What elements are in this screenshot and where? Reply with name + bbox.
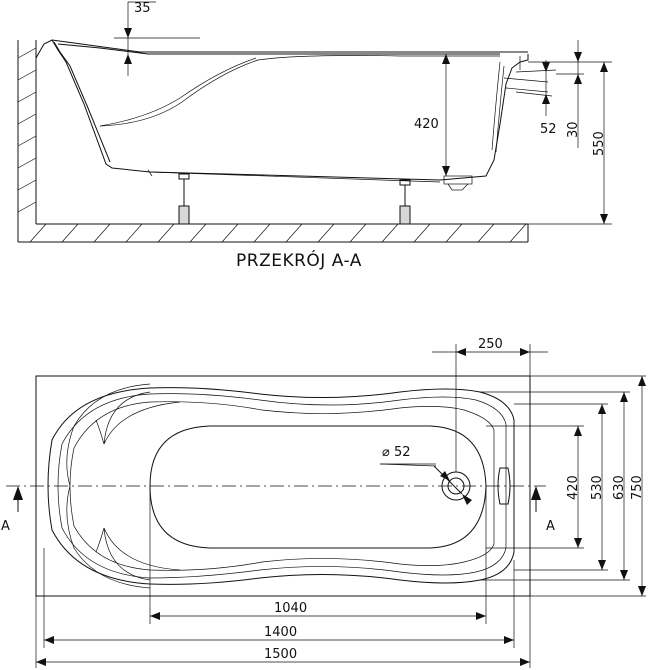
dim-overflow-height-label: 30 bbox=[566, 121, 581, 138]
tub-inner-basin bbox=[149, 425, 487, 549]
dim-total-width-label: 750 bbox=[630, 475, 645, 500]
dim-total-length-label: 1500 bbox=[264, 647, 297, 662]
dim-rim-offset-label: 35 bbox=[134, 1, 151, 16]
dim-inner-length-label: 1040 bbox=[274, 601, 307, 616]
dim-total-height: 550 bbox=[528, 62, 612, 225]
section-title: PRZEKRÓJ A-A bbox=[236, 249, 362, 271]
dim-overflow-height: 30 bbox=[528, 40, 612, 148]
dim-drain-offset: 250 bbox=[432, 337, 548, 472]
dim-widths: 420 530 630 750 bbox=[480, 375, 646, 597]
dim-outer-width-label: 630 bbox=[612, 475, 627, 500]
leg-left bbox=[178, 173, 190, 225]
section-view: 35 420 52 30 bbox=[17, 1, 612, 271]
section-line bbox=[6, 485, 546, 512]
dim-inner-width-label: 420 bbox=[566, 475, 581, 500]
dim-lengths: 1040 1400 1500 bbox=[35, 486, 531, 668]
section-marker-left: A bbox=[1, 519, 10, 534]
tub-outer-shell bbox=[47, 387, 515, 585]
wall bbox=[17, 40, 37, 242]
section-marker-right: A bbox=[546, 519, 555, 534]
dim-mid-length-label: 1400 bbox=[264, 625, 297, 640]
dim-mid-width-label: 530 bbox=[590, 475, 605, 500]
drain bbox=[379, 463, 472, 505]
dim-overflow-diameter-label: 52 bbox=[540, 122, 557, 137]
plan-view: ⌀ 52 A A 250 bbox=[1, 337, 646, 668]
leg-right bbox=[399, 179, 411, 225]
dim-drain-offset-label: 250 bbox=[478, 337, 503, 352]
dim-total-height-label: 550 bbox=[592, 131, 607, 156]
drain-diameter-label: ⌀ 52 bbox=[382, 445, 411, 460]
dim-overflow-diameter: 52 bbox=[515, 60, 557, 137]
dim-depth-label: 420 bbox=[414, 117, 439, 132]
bathtub-profile bbox=[35, 39, 549, 191]
overflow bbox=[497, 467, 511, 505]
dim-depth: 420 bbox=[414, 54, 450, 176]
floor bbox=[18, 223, 529, 243]
dim-rim-offset: 35 bbox=[114, 1, 200, 76]
